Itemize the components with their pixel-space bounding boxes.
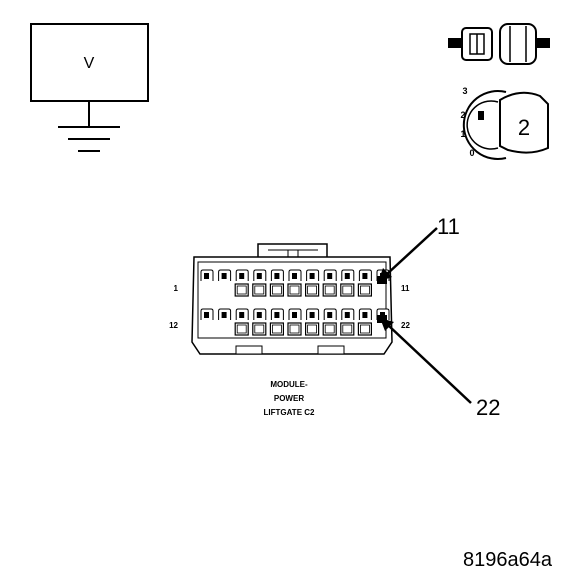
pin-cavity-15 [252, 308, 267, 336]
pin-label-12: 12 [169, 321, 178, 330]
ignition-position-2: 2 [460, 110, 465, 120]
key-icon [499, 91, 549, 154]
caption-line-3: LIFTGATE C2 [264, 408, 316, 417]
pin-cavity-8 [322, 269, 337, 297]
pin-cavity-18 [305, 308, 320, 336]
connector-caption: MODULE- POWER LIFTGATE C2 [264, 380, 316, 417]
ignition-switch-icon: 3 2 1 0 2 [460, 86, 549, 160]
pin-label-22: 22 [401, 321, 410, 330]
ignition-indicator [478, 111, 484, 120]
callout-arrow-22 [380, 318, 472, 404]
pin-cavity-5 [269, 269, 284, 297]
caption-line-1: MODULE- [270, 380, 308, 389]
pin-cavity-13 [218, 308, 232, 320]
pin-cavity-21 [357, 308, 372, 336]
pin-cavity-3 [234, 269, 249, 297]
voltmeter-box [30, 23, 149, 102]
callout-22: 22 [476, 395, 500, 420]
pin-cavity-6 [287, 269, 302, 297]
ignition-position-3: 3 [462, 86, 467, 96]
voltmeter-symbol: V [30, 23, 149, 152]
ignition-position-0: 0 [469, 148, 474, 158]
pin-cavities [200, 269, 390, 336]
callout-arrow-11 [378, 227, 438, 282]
voltmeter-label: V [84, 55, 95, 72]
callout-11: 11 [437, 214, 460, 239]
pin-cavity-17 [287, 308, 302, 336]
pin-cavity-4 [252, 269, 267, 297]
pin-cavity-7 [305, 269, 320, 297]
pin-cavity-14 [234, 308, 249, 336]
ignition-position-1: 1 [460, 129, 465, 139]
pin-cavity-12 [200, 308, 214, 320]
pin-cavity-16 [269, 308, 284, 336]
pin-label-11: 11 [401, 284, 410, 293]
pin-cavity-20 [340, 308, 355, 336]
pin-cavity-19 [322, 308, 337, 336]
pin-cavity-10 [357, 269, 372, 297]
caption-line-2: POWER [274, 394, 304, 403]
pin-cavity-9 [340, 269, 355, 297]
pin-cavity-2 [218, 269, 232, 281]
ignition-key-number: 2 [518, 115, 530, 140]
connector-face [191, 243, 393, 355]
connector-disconnect-icon [448, 23, 550, 65]
figure-id: 8196a64a [463, 549, 553, 571]
pin-label-1: 1 [174, 284, 179, 293]
pin-cavity-1 [200, 269, 214, 281]
ground-icon [58, 126, 120, 152]
